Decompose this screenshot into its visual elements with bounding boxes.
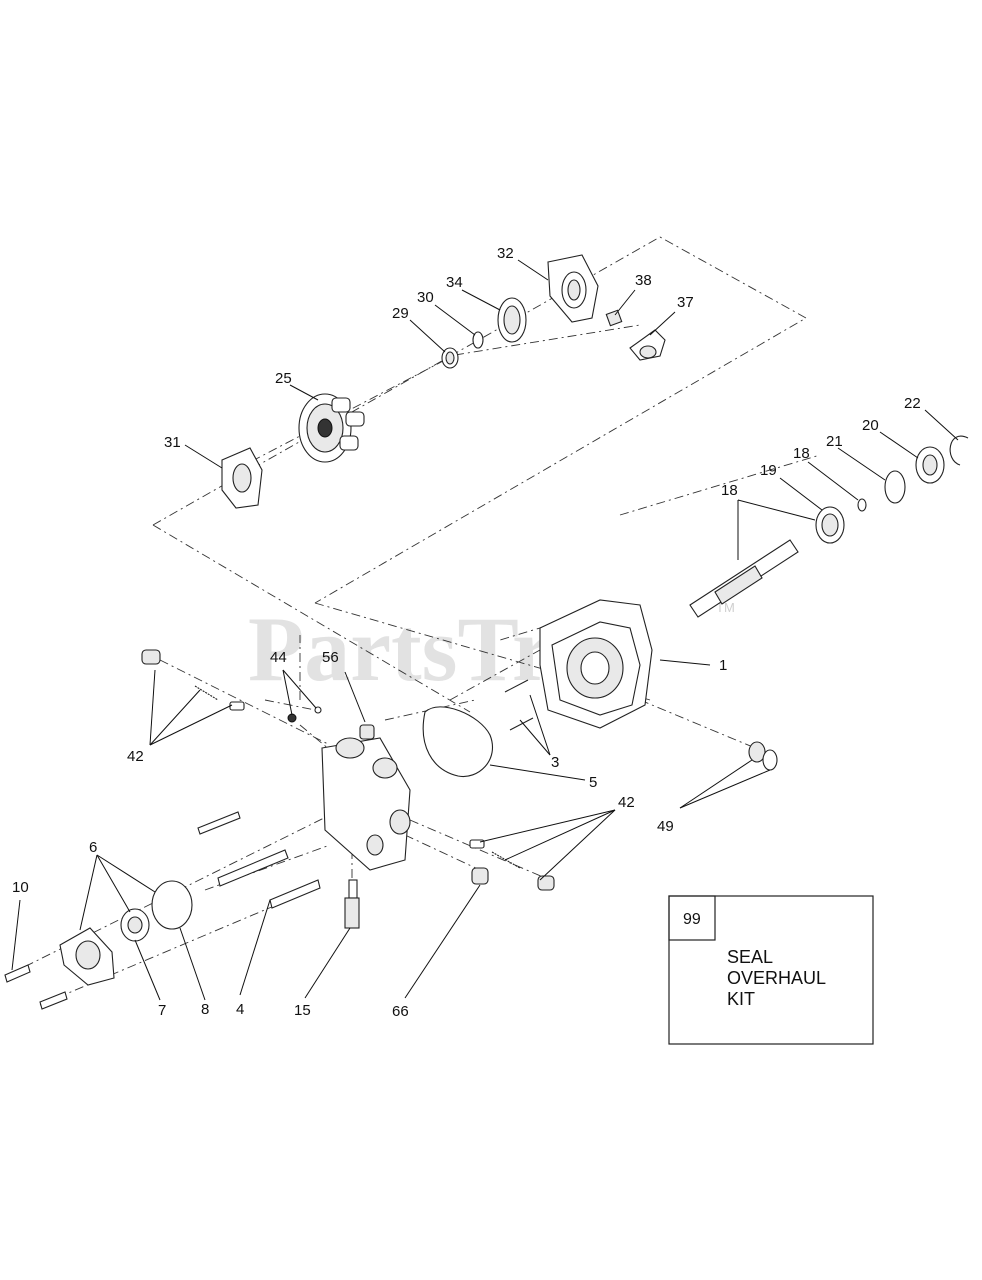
part-22-snap-ring (949, 435, 969, 466)
part-8-oring (151, 880, 193, 930)
part-49-seal (748, 741, 778, 771)
callout-19: 19 (760, 462, 777, 479)
part-1-main-housing (539, 599, 653, 729)
seal-overhaul-kit-box: 99 SEAL OVERHAUL KIT (668, 895, 874, 1045)
callout-18-ring: 18 (793, 445, 810, 462)
callout-18-shaft: 18 (721, 482, 738, 499)
leader-lines (11, 259, 959, 1001)
callout-1: 1 (719, 657, 727, 674)
callout-56: 56 (322, 649, 339, 666)
callout-29: 29 (392, 305, 409, 322)
part-37-lever (629, 329, 666, 361)
part-18-ring (857, 498, 867, 512)
part-42-left-valve (141, 649, 245, 711)
callout-42-left: 42 (127, 748, 144, 765)
part-19-bearing (815, 506, 845, 544)
callout-7: 7 (158, 1002, 166, 1019)
part-56-plug (359, 724, 375, 740)
callout-labels: 1 3 4 5 6 7 8 10 15 18 18 19 20 21 22 25… (12, 245, 921, 1020)
callout-38: 38 (635, 272, 652, 289)
part-66-plug (471, 867, 489, 885)
callout-22: 22 (904, 395, 921, 412)
callout-10: 10 (12, 879, 29, 896)
part-31-plate (221, 447, 263, 509)
part-3-pins (504, 679, 534, 731)
callout-6: 6 (89, 839, 97, 856)
callout-30: 30 (417, 289, 434, 306)
callout-8: 8 (201, 1001, 209, 1018)
kit-number: 99 (683, 911, 701, 928)
callout-31: 31 (164, 434, 181, 451)
kit-line-2: OVERHAUL (727, 968, 826, 988)
kit-number-box (668, 895, 716, 941)
callout-20: 20 (862, 417, 879, 434)
callout-49: 49 (657, 818, 674, 835)
callout-42-right: 42 (618, 794, 635, 811)
part-21-ring (884, 470, 906, 504)
callout-4: 4 (236, 1001, 244, 1018)
part-5-gasket (422, 706, 493, 778)
kit-line-3: KIT (727, 989, 755, 1009)
bolts (4, 811, 321, 1010)
end-cap-block (321, 737, 411, 871)
part-6-charge-pump (59, 927, 115, 986)
part-38-key (605, 309, 623, 327)
part-18-shaft (689, 539, 799, 618)
part-30-ring (472, 331, 484, 349)
watermark-tm: TM (716, 600, 735, 615)
callout-25: 25 (275, 370, 292, 387)
callout-32: 32 (497, 245, 514, 262)
callout-37: 37 (677, 294, 694, 311)
part-15-fitting (344, 879, 360, 929)
callout-5: 5 (589, 774, 597, 791)
part-29-bushing (441, 347, 459, 369)
part-7-gerotor (120, 908, 150, 942)
part-25-cylinder-block (298, 393, 365, 463)
part-44-screws (287, 706, 322, 723)
callout-66: 66 (392, 1003, 409, 1020)
callout-44: 44 (270, 649, 287, 666)
callout-15: 15 (294, 1002, 311, 1019)
kit-line-1: SEAL (727, 947, 773, 967)
part-32-housing (547, 254, 599, 323)
callout-34: 34 (446, 274, 463, 291)
part-34-seal (497, 297, 527, 343)
callout-3: 3 (551, 754, 559, 771)
part-20-bearing (915, 446, 945, 484)
kit-outer-box (668, 895, 874, 1045)
callout-21: 21 (826, 433, 843, 450)
